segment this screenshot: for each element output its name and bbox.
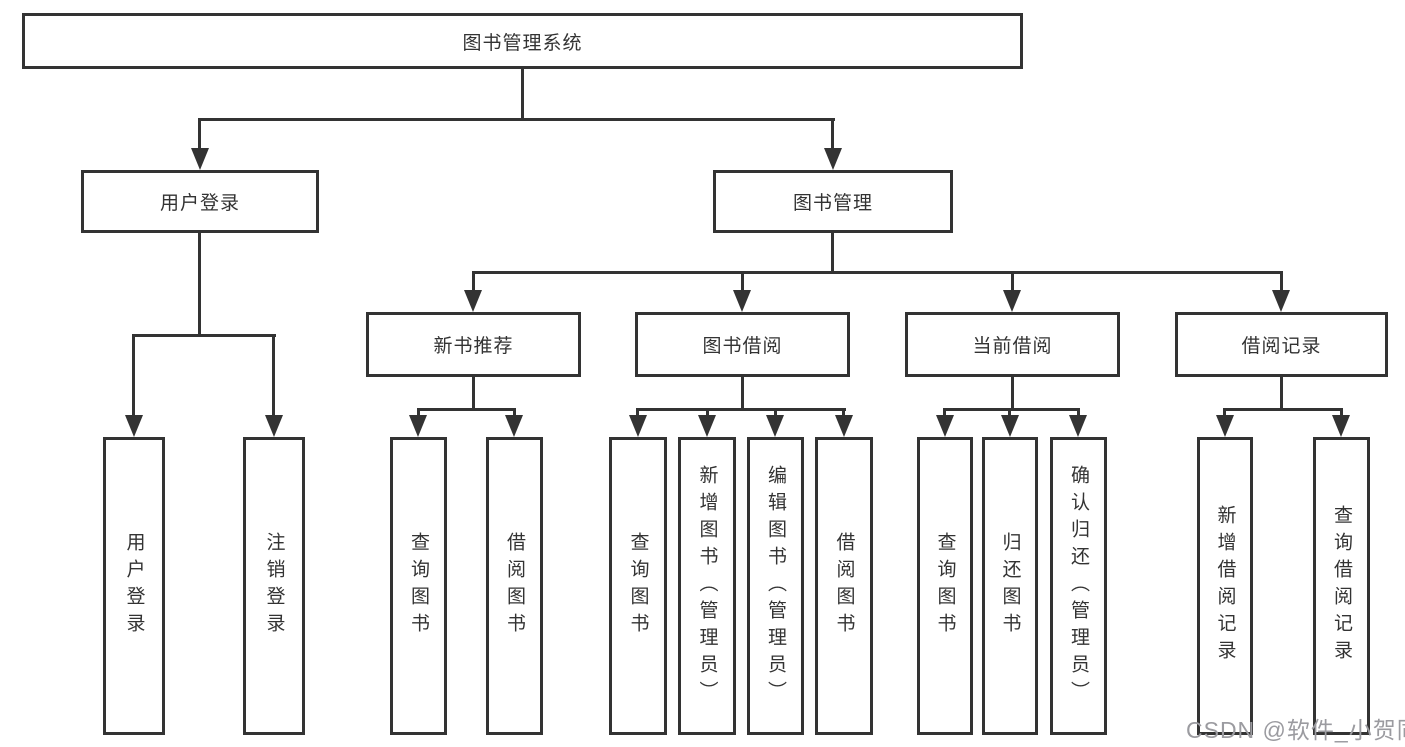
connector-line xyxy=(637,408,846,411)
connector-line xyxy=(831,233,834,273)
leaf-records-add-borrow-record: 新增借阅记录 xyxy=(1197,437,1253,735)
connector-line xyxy=(1011,271,1014,292)
leaf-recommend-query-books: 查询图书 xyxy=(390,437,447,735)
connector-line xyxy=(198,118,835,121)
connector-line xyxy=(842,408,845,417)
connector-line xyxy=(1008,408,1011,417)
connector-line xyxy=(1280,377,1283,411)
node-user-login: 用户登录 xyxy=(81,170,319,233)
leaf-borrowing-edit-books-admin: 编辑图书（管理员） xyxy=(747,437,804,735)
connector-line xyxy=(1011,377,1014,411)
arrowhead-down-icon xyxy=(629,415,647,437)
leaf-user-login: 用户登录 xyxy=(103,437,165,735)
connector-line xyxy=(1223,408,1226,417)
connector-line xyxy=(774,408,777,417)
connector-line xyxy=(943,408,946,417)
connector-line xyxy=(741,377,744,411)
connector-line xyxy=(1280,271,1283,292)
connector-line xyxy=(636,408,639,417)
connector-line xyxy=(706,408,709,417)
connector-line xyxy=(741,271,744,292)
arrowhead-down-icon xyxy=(125,415,143,437)
leaf-borrowing-borrow-books: 借阅图书 xyxy=(815,437,873,735)
connector-line xyxy=(521,68,524,120)
connector-line xyxy=(1223,408,1343,411)
leaf-logout-login: 注销登录 xyxy=(243,437,305,735)
arrowhead-down-icon xyxy=(1216,415,1234,437)
leaf-records-query-borrow-record: 查询借阅记录 xyxy=(1313,437,1370,735)
connector-line xyxy=(472,271,475,292)
connector-line xyxy=(1077,408,1080,417)
connector-line xyxy=(943,408,1080,411)
arrowhead-down-icon xyxy=(835,415,853,437)
connector-line xyxy=(472,271,1283,274)
connector-line xyxy=(417,408,516,411)
arrowhead-down-icon xyxy=(1003,290,1021,312)
connector-line xyxy=(198,118,201,150)
connector-line xyxy=(1340,408,1343,417)
arrowhead-down-icon xyxy=(936,415,954,437)
arrowhead-down-icon xyxy=(766,415,784,437)
connector-line xyxy=(472,377,475,411)
arrowhead-down-icon xyxy=(698,415,716,437)
arrowhead-down-icon xyxy=(464,290,482,312)
leaf-current-confirm-return-admin: 确认归还（管理员） xyxy=(1050,437,1107,735)
connector-line xyxy=(417,408,420,417)
leaf-current-return-books: 归还图书 xyxy=(982,437,1038,735)
arrowhead-down-icon xyxy=(733,290,751,312)
connector-line xyxy=(272,334,275,417)
arrowhead-down-icon xyxy=(265,415,283,437)
leaf-borrowing-add-books-admin: 新增图书（管理员） xyxy=(678,437,736,735)
arrowhead-down-icon xyxy=(1272,290,1290,312)
node-borrowing-records: 借阅记录 xyxy=(1175,312,1388,377)
arrowhead-down-icon xyxy=(1332,415,1350,437)
node-book-management: 图书管理 xyxy=(713,170,953,233)
connector-line xyxy=(513,408,516,417)
watermark-text: CSDN @软件_小贺同学 xyxy=(1186,717,1405,743)
connector-line xyxy=(132,334,135,417)
node-new-book-recommendation: 新书推荐 xyxy=(366,312,581,377)
arrowhead-down-icon xyxy=(1001,415,1019,437)
arrowhead-down-icon xyxy=(1069,415,1087,437)
arrowhead-down-icon xyxy=(505,415,523,437)
connector-line xyxy=(132,334,276,337)
arrowhead-down-icon xyxy=(191,148,209,170)
node-library-management-system: 图书管理系统 xyxy=(22,13,1023,69)
connector-line xyxy=(198,233,201,336)
arrowhead-down-icon xyxy=(409,415,427,437)
leaf-borrowing-query-books: 查询图书 xyxy=(609,437,667,735)
leaf-current-query-books: 查询图书 xyxy=(917,437,973,735)
arrowhead-down-icon xyxy=(824,148,842,170)
connector-line xyxy=(831,118,834,150)
leaf-recommend-borrow-books: 借阅图书 xyxy=(486,437,543,735)
node-current-borrowing: 当前借阅 xyxy=(905,312,1120,377)
node-book-borrowing: 图书借阅 xyxy=(635,312,850,377)
